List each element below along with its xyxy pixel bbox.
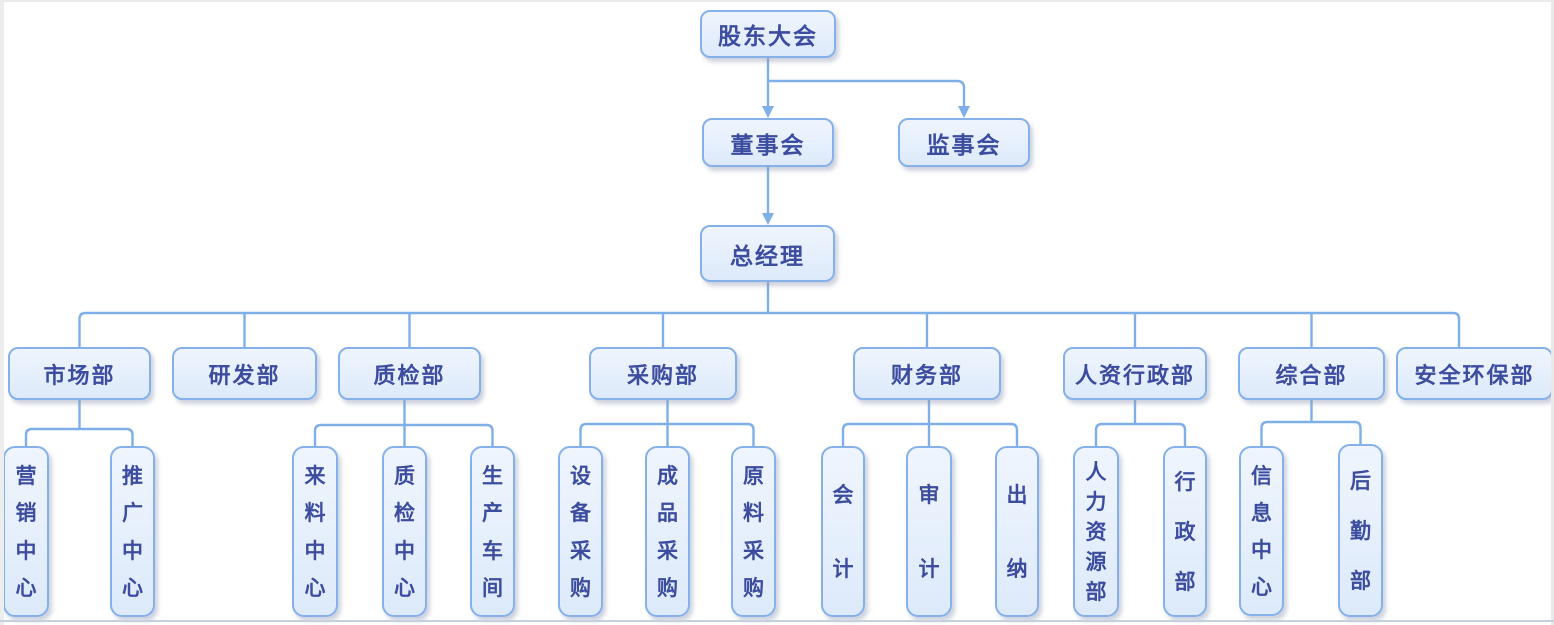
org-node-dept-safety-environment[interactable]: 安全环保部: [1396, 347, 1553, 400]
arrowhead-supervisory: [958, 106, 970, 118]
org-node-dept-procurement[interactable]: 采购部: [589, 347, 737, 400]
org-node-incoming-material-center[interactable]: 来料中心: [292, 446, 338, 617]
org-node-equipment-procurement[interactable]: 设备采购: [558, 446, 603, 617]
org-node-information-center[interactable]: 信息中心: [1239, 446, 1284, 616]
org-node-audit[interactable]: 审计: [906, 446, 952, 617]
org-node-supervisory-board[interactable]: 监事会: [898, 118, 1030, 167]
org-node-production-workshop[interactable]: 生产车间: [470, 446, 515, 617]
org-node-dept-finance[interactable]: 财务部: [853, 347, 1001, 400]
org-node-human-resources[interactable]: 人力资源部: [1073, 446, 1119, 617]
org-node-shareholders-meeting[interactable]: 股东大会: [700, 10, 836, 58]
org-node-quality-inspection-center[interactable]: 质检中心: [382, 446, 427, 617]
org-node-board-of-directors[interactable]: 董事会: [702, 118, 834, 167]
arrowhead-gm: [762, 213, 774, 225]
arrowhead-board: [762, 106, 774, 118]
org-node-dept-rnd[interactable]: 研发部: [172, 347, 317, 400]
org-node-marketing-center[interactable]: 营销中心: [3, 446, 49, 617]
org-node-dept-marketing[interactable]: 市场部: [8, 347, 151, 400]
edge-root-supervisory: [768, 79, 966, 106]
org-node-dept-quality[interactable]: 质检部: [338, 347, 481, 400]
org-node-general-manager[interactable]: 总经理: [700, 225, 835, 282]
org-node-dept-general-affairs[interactable]: 综合部: [1238, 347, 1385, 400]
org-node-accounting[interactable]: 会计: [821, 446, 865, 617]
org-node-cashier[interactable]: 出纳: [995, 446, 1039, 617]
org-node-promotion-center[interactable]: 推广中心: [110, 446, 155, 617]
org-node-dept-hr-admin[interactable]: 人资行政部: [1063, 347, 1207, 400]
org-node-raw-material-procurement[interactable]: 原料采购: [731, 446, 776, 617]
org-node-administration[interactable]: 行政部: [1163, 446, 1207, 617]
dept-bus: [78, 311, 1461, 347]
org-node-finished-goods-procurement[interactable]: 成品采购: [645, 446, 690, 617]
org-node-logistics[interactable]: 后勤部: [1338, 444, 1383, 617]
